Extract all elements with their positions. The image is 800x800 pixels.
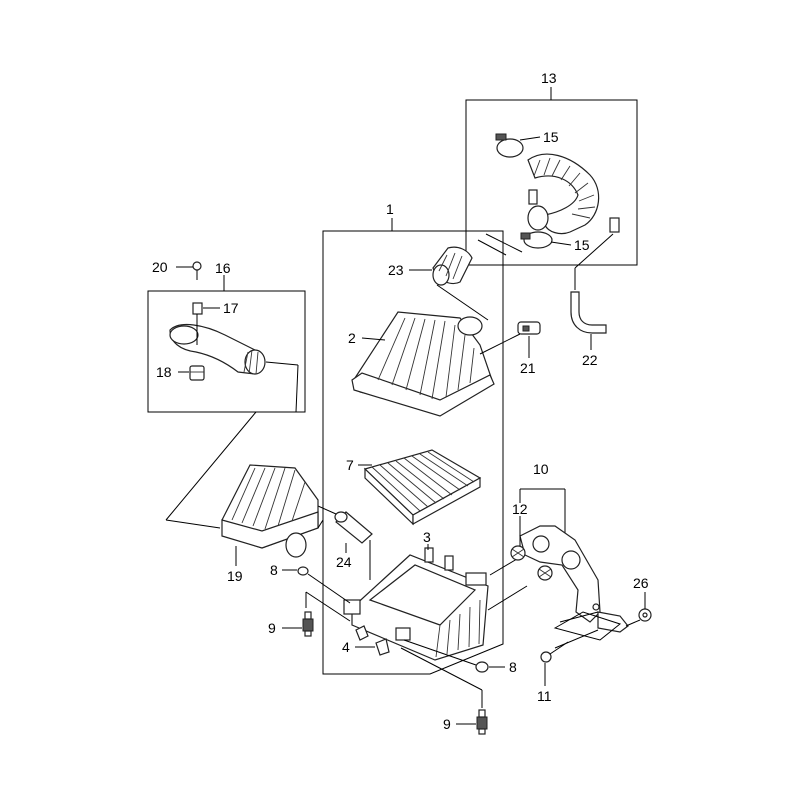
grommet-18 — [189, 365, 205, 381]
callout-20: 20 — [152, 259, 168, 275]
leader-26 — [625, 619, 641, 627]
callout-16: 16 — [215, 260, 231, 276]
callout-7: 7 — [346, 457, 354, 473]
callout-24: 24 — [336, 554, 352, 570]
callout-15-lower: 15 — [574, 237, 590, 253]
leader-9-lower-diag — [400, 647, 483, 691]
leader-11-b — [559, 611, 599, 623]
leader-16-to-19-a — [165, 411, 257, 521]
callout-2: 2 — [348, 330, 356, 346]
leader-box13-to-cover-a — [477, 239, 507, 256]
callout-9-upper: 9 — [268, 620, 276, 636]
leader-16-to-19-c — [265, 361, 299, 366]
bushing-17 — [192, 302, 203, 315]
leader-24-to-19 — [317, 505, 337, 515]
bracket-10-plate-outline — [553, 611, 622, 641]
callout-17: 17 — [223, 300, 239, 316]
leader-8-lower — [403, 639, 477, 666]
grommet-8-upper — [297, 566, 309, 576]
resonator-19 — [221, 464, 319, 558]
leader-2 — [361, 337, 386, 341]
callout-3: 3 — [423, 529, 431, 545]
group-box-16 — [147, 290, 306, 413]
leader-15-lower — [550, 241, 572, 246]
sensor-21 — [517, 321, 541, 335]
callout-21: 21 — [520, 360, 536, 376]
leader-22-to-13 — [574, 233, 614, 269]
resonator-duct-16 — [169, 323, 266, 375]
hose-clamp-15-lower — [520, 231, 553, 249]
callout-13: 13 — [541, 70, 557, 86]
pcv-fitting — [609, 217, 620, 233]
lower-housing-3 — [343, 547, 489, 661]
leader-23-to-cover — [436, 284, 489, 321]
callout-8-lower: 8 — [509, 659, 517, 675]
leader-tray-right-b — [487, 585, 528, 611]
callout-11: 11 — [537, 688, 552, 704]
mount-9-upper — [302, 611, 314, 637]
tube-24 — [334, 511, 373, 544]
air-duct-23 — [432, 246, 473, 286]
bracket-10 — [519, 525, 629, 633]
callout-9-lower: 9 — [443, 716, 451, 732]
leader-15-upper — [519, 136, 541, 141]
intake-hose-13 — [527, 153, 600, 235]
bolt-11 — [540, 641, 569, 663]
callout-1: 1 — [386, 201, 394, 217]
bolt-20 — [192, 261, 202, 280]
push-clip-12-upper — [510, 545, 526, 561]
leader-16-to-19-d — [295, 364, 299, 413]
callout-23: 23 — [388, 262, 404, 278]
leader-21 — [479, 333, 521, 355]
leader-9-upper-diag — [305, 591, 351, 622]
leader-8-upper — [307, 573, 351, 604]
leader-11-a — [554, 629, 599, 649]
push-clip-12-lower — [537, 565, 553, 581]
callout-19: 19 — [227, 568, 243, 584]
filter-element-7 — [363, 449, 482, 526]
breather-hose-22 — [570, 291, 607, 334]
mount-9-lower — [476, 709, 488, 735]
callout-15-upper: 15 — [543, 129, 559, 145]
callout-8-upper: 8 — [270, 562, 278, 578]
callout-10: 10 — [533, 461, 549, 477]
group-box-1 — [322, 230, 504, 675]
callout-18: 18 — [156, 364, 172, 380]
callout-22: 22 — [582, 352, 598, 368]
grommet-8-lower — [475, 661, 489, 673]
air-cleaner-cover-2 — [351, 311, 495, 417]
callout-12: 12 — [512, 501, 528, 517]
nut-26 — [638, 608, 652, 622]
clip-4b — [375, 638, 390, 656]
hose-clamp-15-upper — [495, 133, 524, 158]
callout-26: 26 — [633, 575, 649, 591]
leader-box13-to-cover-b — [485, 233, 523, 253]
leader-19-to-24 — [317, 519, 324, 529]
leader-16-to-19-b — [165, 519, 221, 529]
clip-4a — [355, 625, 369, 641]
callout-4: 4 — [342, 639, 350, 655]
